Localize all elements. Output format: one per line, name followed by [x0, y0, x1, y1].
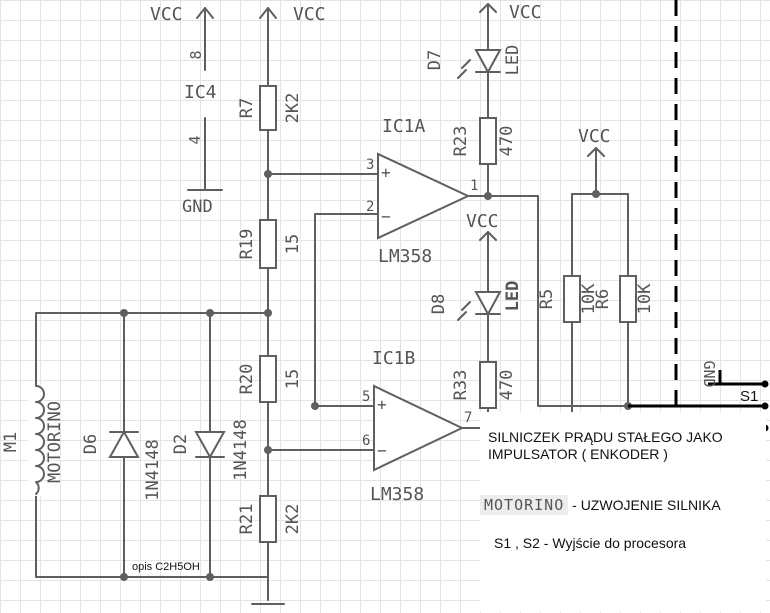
- motor-label: MOTORINO: [45, 401, 65, 483]
- resistor-r21: [259, 495, 277, 543]
- outputs-legend: S1 , S2 - Wyjście do procesora: [494, 535, 687, 551]
- ic4-power-block: VCC 8 IC4 4 GND: [150, 4, 223, 217]
- resistor-r20: [259, 355, 277, 403]
- notes-panel: SILNICZEK PRĄDU STAŁEGO JAKO IMPULSATOR …: [480, 412, 766, 612]
- r5-label: R5: [537, 289, 557, 309]
- resistor-r7: [259, 85, 277, 131]
- credit-label: opis C2H5OH: [132, 561, 200, 573]
- pin6-label: 6: [362, 433, 370, 449]
- vcc-label: VCC: [466, 211, 499, 232]
- d7-label: D7: [425, 50, 445, 70]
- pin7-label: 7: [464, 410, 472, 426]
- ic1b-label: IC1B: [372, 348, 415, 369]
- d8-label: D8: [429, 294, 449, 314]
- vcc-label: VCC: [150, 4, 183, 25]
- r20-value: 15: [283, 369, 303, 389]
- r19-value: 15: [283, 234, 303, 254]
- d6-value: 1N4148: [143, 439, 163, 500]
- r5-value: 10K: [579, 283, 599, 314]
- r33-label: R33: [451, 370, 471, 401]
- r21-value: 2K2: [283, 504, 303, 535]
- resistor-r5: [563, 275, 581, 323]
- d6-label: D6: [81, 434, 101, 454]
- resistor-r23: [479, 117, 497, 165]
- pullup-resistors: VCC R5 10K R6 10K: [537, 126, 655, 421]
- ic4-pin8-label: 8: [187, 50, 205, 59]
- gnd-label: GND: [182, 197, 213, 217]
- r19-label: R19: [237, 229, 257, 260]
- led-d8-branch: VCC D8 LED R33 470: [429, 211, 523, 432]
- motor-coil: [35, 385, 45, 495]
- pin5-label: 5: [362, 389, 370, 405]
- circuit-description: SILNICZEK PRĄDU STAŁEGO JAKO IMPULSATOR …: [488, 429, 723, 462]
- led-d8: [474, 291, 502, 317]
- m1-label: M1: [1, 432, 21, 452]
- r23-value: 470: [497, 126, 517, 157]
- resistor-r19: [259, 219, 277, 269]
- ic1a-plus: +: [381, 163, 391, 182]
- vcc-label: VCC: [509, 2, 542, 23]
- r21-label: R21: [237, 504, 257, 535]
- motor-desc: - UZWOJENIE SILNIKA: [568, 497, 721, 513]
- vcc-label: VCC: [578, 126, 611, 147]
- ic1a-label: IC1A: [382, 116, 426, 137]
- s1-label: S1: [740, 388, 758, 405]
- led-d7: [474, 49, 502, 75]
- ic1a-type: LM358: [378, 246, 432, 267]
- ic1b-type: LM358: [370, 484, 424, 505]
- pin3-label: 3: [366, 157, 374, 173]
- motor-legend: MOTORINO - UZWOJENIE SILNIKA: [480, 495, 721, 515]
- d2-label: D2: [171, 434, 191, 454]
- opamp-ic1a: + − 3 2 1 IC1A LM358: [267, 116, 489, 407]
- ic1b-plus: +: [377, 395, 387, 414]
- r7-value: 2K2: [283, 93, 303, 124]
- opamp-ic1b: + − 5 6 7 IC1B LM358: [267, 348, 489, 505]
- led-d7-branch: VCC D7 LED R23 470: [425, 2, 542, 200]
- resistor-r6: [619, 275, 637, 323]
- r7-label: R7: [237, 98, 257, 118]
- r33-value: 470: [497, 370, 517, 401]
- d2-value: 1N4148: [231, 419, 251, 480]
- d7-type: LED: [503, 45, 523, 76]
- vcc-label: VCC: [293, 4, 326, 25]
- ic4-pin4-label: 4: [186, 135, 204, 144]
- pin2-label: 2: [366, 199, 374, 215]
- r23-label: R23: [451, 126, 471, 157]
- r6-value: 10K: [635, 283, 655, 314]
- ic1b-minus: −: [377, 441, 387, 460]
- r20-label: R20: [237, 364, 257, 395]
- motor-tag: MOTORINO: [480, 495, 569, 515]
- ic1a-minus: −: [381, 207, 391, 226]
- motor-and-diodes: M1 MOTORINO D6 1N4148 D2 opis C2H5OH: [1, 309, 269, 581]
- diode-d2: [194, 431, 226, 460]
- ic4-label: IC4: [184, 82, 217, 103]
- gnd-output-label: GND: [700, 360, 718, 387]
- resistor-chain: VCC R7 2K2 R19 15 R20 15 R21 2K2 1N4148: [231, 4, 326, 605]
- r6-label: R6: [593, 289, 613, 309]
- d8-type: LED: [503, 281, 523, 312]
- resistor-r33: [479, 361, 497, 409]
- diode-d6: [108, 429, 140, 458]
- pin1-label: 1: [470, 178, 478, 194]
